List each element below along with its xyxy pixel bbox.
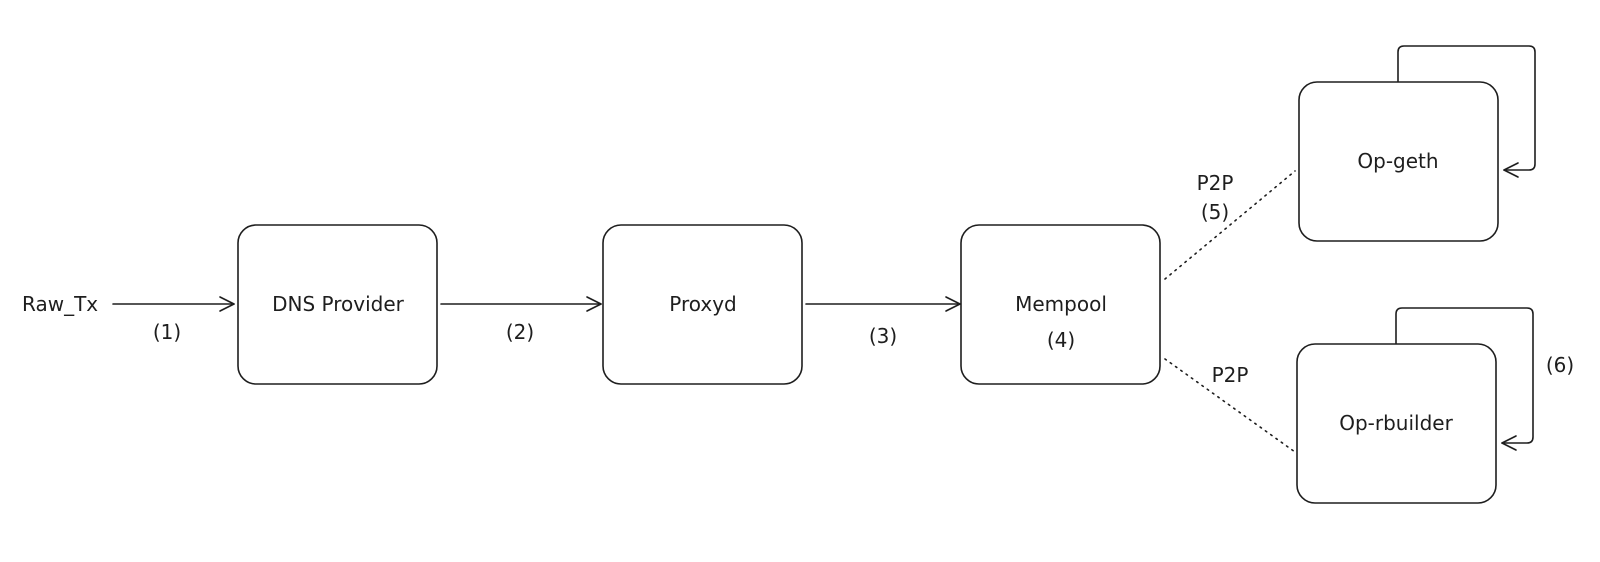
proxyd-label: Proxyd (669, 292, 736, 316)
step-5-label: (5) (1201, 200, 1229, 224)
dns-provider-node (237, 224, 438, 385)
arrow-rawtx-to-dns (112, 296, 235, 312)
step-4-label: (4) (1047, 328, 1075, 352)
op-geth-node (1298, 81, 1499, 242)
op-rbuilder-stack-back (1395, 307, 1534, 451)
p2p-link-mempool-to-op-geth (1164, 170, 1296, 280)
mempool-node (960, 224, 1161, 385)
p2p-upper-label: P2P (1197, 171, 1234, 195)
step-3-label: (3) (869, 324, 897, 348)
op-rbuilder-label: Op-rbuilder (1339, 411, 1453, 435)
arrow-dns-to-proxyd (440, 296, 602, 312)
step-2-label: (2) (506, 320, 534, 344)
p2p-lower-label: P2P (1212, 363, 1249, 387)
step-1-label: (1) (153, 320, 181, 344)
op-geth-stack-back (1397, 45, 1536, 178)
proxyd-node (602, 224, 803, 385)
raw-tx-label: Raw_Tx (22, 292, 98, 316)
op-rbuilder-node (1296, 343, 1497, 504)
op-geth-label: Op-geth (1357, 149, 1438, 173)
arrow-proxyd-to-mempool (805, 296, 961, 312)
p2p-link-mempool-to-op-rbuilder (1164, 358, 1296, 453)
step-6-label: (6) (1546, 353, 1574, 377)
dns-provider-label: DNS Provider (272, 292, 405, 316)
mempool-label: Mempool (1015, 292, 1107, 316)
